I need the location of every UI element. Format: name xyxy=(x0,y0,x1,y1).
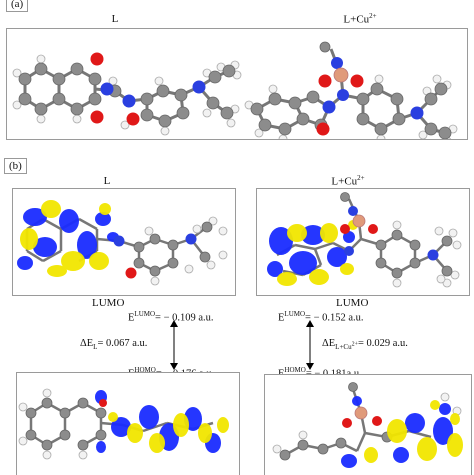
panel-a-tag: (a) xyxy=(6,0,29,12)
lumo-l-frame xyxy=(12,188,236,296)
lumo-l-energy: ELUMO= − 0.109 a.u. xyxy=(128,310,214,324)
panel-a-left-label: L xyxy=(111,13,119,25)
molecule-l xyxy=(12,52,242,136)
homo-l-orbital-plot xyxy=(18,388,229,460)
homo-copper-atom xyxy=(354,406,368,420)
lumo-l-cu-label: LUMO xyxy=(336,297,369,309)
panel-b-tag: (b) xyxy=(4,158,27,174)
lumo-l-orbital-plot xyxy=(17,200,228,286)
lumo-copper-atom xyxy=(352,214,366,228)
homo-l-cu-orbital-plot xyxy=(272,382,463,468)
lumo-l-cu-energy: ELUMO= − 0.152 a.u. xyxy=(278,310,364,324)
molecule-l-cu xyxy=(244,41,458,139)
homo-l-cu-frame xyxy=(264,374,472,475)
gap-arrow-l xyxy=(170,320,178,370)
panel-a-right-label: L+Cu2+ xyxy=(343,12,377,26)
lumo-l-cu-orbital-plot xyxy=(267,192,462,288)
panel-a-frame xyxy=(6,28,468,140)
panel-b-right-label: L+Cu2+ xyxy=(331,174,365,188)
lumo-l-cu-frame xyxy=(256,188,470,296)
homo-l-frame xyxy=(16,372,240,475)
lumo-l-label: LUMO xyxy=(92,297,125,309)
copper-atom xyxy=(333,67,349,83)
gap-l: ΔEL= 0.067 a.u. xyxy=(80,338,148,352)
panel-b-left-label: L xyxy=(103,175,111,187)
gap-l-cu: ΔEL+Cu2+= 0.029 a.u. xyxy=(322,338,408,352)
molecule-l-ball-stick xyxy=(12,41,458,139)
gap-arrow-l-cu xyxy=(306,320,314,370)
